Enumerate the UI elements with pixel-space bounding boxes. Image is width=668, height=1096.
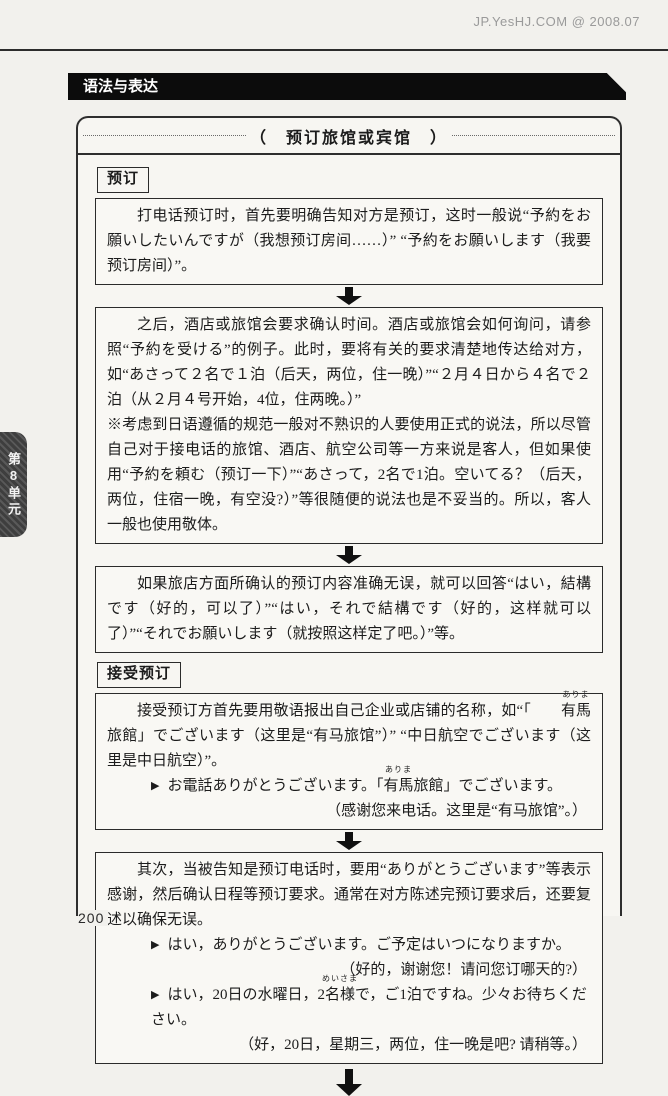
watermark: JP.YesHJ.COM @ 2008.07 <box>473 14 640 29</box>
banner-fold-corner-icon <box>605 73 626 94</box>
example-line: ▶はい，20日の水曜日，2名様めいさまで，ご1泊ですね。少々お待ちください。 <box>107 974 591 1033</box>
example-japanese: お電話ありがとうございます。「有馬ありま旅館」でございます。 <box>167 765 563 795</box>
text-box-booking-reply: 如果旅店方面所确认的预订内容准确无误，就可以回答“はい，結構です（好的，可以了）… <box>95 566 603 653</box>
bullet-triangle-icon: ▶ <box>151 780 160 792</box>
paragraph: 接受预订方首先要用敬语报出自己企业或店铺的名称，如“「有馬ありま旅館」でございま… <box>107 690 591 770</box>
header-rule <box>0 49 668 51</box>
subsection-label-accepting: 接受预订 <box>97 662 182 688</box>
page-number: 200 <box>78 910 109 926</box>
text-box-booking-confirm-time: 之后，酒店或旅馆会要求确认时间。酒店或旅馆会如何询问，请参照“予約を受ける”的例… <box>95 307 603 544</box>
paragraph: 如果旅店方面所确认的预订内容准确无误，就可以回答“はい，結構です（好的，可以了）… <box>107 576 591 642</box>
dotted-leader-right <box>452 135 616 136</box>
example-line: ▶ お電話ありがとうございます。「有馬ありま旅館」でございます。 <box>107 765 591 799</box>
banner-title: 语法与表达 <box>83 78 159 95</box>
paragraph-note: ※考虑到日语遵循的规范一般对不熟识的人要使用正式的说法，所以尽管自己对于接电话的… <box>107 417 591 533</box>
bullet-triangle-icon: ▶ <box>151 939 160 951</box>
paragraph: 之后，酒店或旅馆会要求确认时间。酒店或旅馆会如何询问，请参照“予約を受ける”的例… <box>107 317 591 408</box>
paragraph: 其次，当被告知是预订电话时，要用“ありがとうございます”等表示感谢，然后确认日程… <box>107 862 591 928</box>
subsection-label-booking: 预订 <box>97 167 150 193</box>
lesson-frame: （ 预订旅馆或宾馆 ） 预订 打电话预订时，首先要明确告知对方是预订，这时一般说… <box>76 116 622 1096</box>
lesson-title-row: （ 预订旅馆或宾馆 ） <box>78 118 620 155</box>
flow-arrow-down-icon <box>336 832 362 850</box>
text-box-booking-intro: 打电话预订时，首先要明确告知对方是预订，这时一般说“予約をお願いしたいんですが（… <box>95 198 603 285</box>
lesson-title: （ 预订旅馆或宾馆 ） <box>250 129 449 147</box>
subsection-label-booking-text: 预订 <box>107 171 140 187</box>
subsection-label-accepting-text: 接受预订 <box>107 666 172 682</box>
flow-arrow-down-icon <box>336 287 362 305</box>
text-box-accepting-intro: 接受预订方首先要用敬语报出自己企业或店铺的名称，如“「有馬ありま旅館」でございま… <box>95 690 603 830</box>
unit-side-tab: 第8单元 <box>0 432 27 537</box>
example-translation: （感谢您来电话。这里是“有马旅馆”。） <box>326 803 587 819</box>
flow-arrow-down-icon <box>336 546 362 564</box>
unit-side-tab-label: 第8单元 <box>6 451 21 518</box>
text-box-accepting-thanks: 其次，当被告知是预订电话时，要用“ありがとうございます”等表示感谢，然后确认日程… <box>95 852 603 1064</box>
flow-arrow-down-continue-icon <box>336 1069 362 1096</box>
dotted-leader-left <box>83 135 246 136</box>
bullet-triangle-icon: ▶ <box>151 989 160 1001</box>
section-banner: 语法与表达 <box>68 73 626 100</box>
example-japanese: はい，20日の水曜日，2名様めいさまで，ご1泊ですね。少々お待ちください。 <box>151 974 587 1029</box>
example-translation: （好，20日，星期三，两位，住一晚是吧? 请稍等。） <box>239 1037 587 1053</box>
paragraph: 打电话预订时，首先要明确告知对方是预订，这时一般说“予約をお願いしたいんですが（… <box>107 208 591 274</box>
example-japanese: はい，ありがとうございます。ご予定はいつになりますか。 <box>167 937 571 953</box>
example-line: ▶ はい，ありがとうございます。ご予定はいつになりますか。 <box>107 933 591 958</box>
lesson-content: 预订 打电话预订时，首先要明确告知对方是预订，这时一般说“予約をお願いしたいんで… <box>78 155 620 1096</box>
